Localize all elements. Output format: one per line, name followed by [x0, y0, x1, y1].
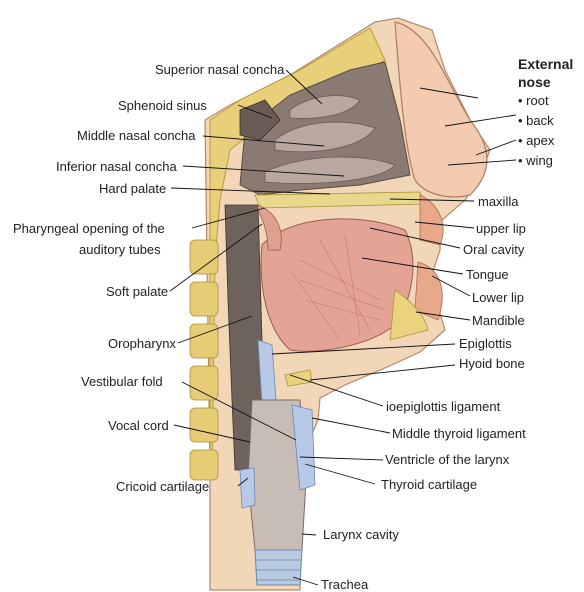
external-nose-heading-line2: nose: [518, 74, 551, 90]
external-nose-wing: wing: [518, 153, 553, 168]
external-nose-back: back: [518, 113, 554, 128]
label-maxilla: maxilla: [478, 194, 518, 209]
external-nose-apex: apex: [518, 133, 554, 148]
label-soft-palate: Soft palate: [106, 284, 168, 299]
label-sphenoid-sinus: Sphenoid sinus: [118, 98, 207, 113]
label-pharyngeal-opening-line2: auditory tubes: [79, 242, 161, 257]
label-larynx-cavity: Larynx cavity: [323, 527, 399, 542]
label-hard-palate: Hard palate: [99, 181, 166, 196]
label-mandible: Mandible: [472, 313, 525, 328]
label-hyoepiglottic-ligament: ioepiglottis ligament: [386, 399, 500, 414]
label-trachea: Trachea: [321, 577, 368, 592]
cricoid-shape: [240, 468, 255, 508]
label-thyroid-cartilage: Thyroid cartilage: [381, 477, 477, 492]
external-nose-root: root: [518, 93, 549, 108]
label-tongue: Tongue: [466, 267, 509, 282]
label-vocal-cord: Vocal cord: [108, 418, 169, 433]
label-vestibular-fold: Vestibular fold: [81, 374, 163, 389]
label-epiglottis: Epiglottis: [459, 336, 512, 351]
label-hyoid-bone: Hyoid bone: [459, 356, 525, 371]
label-cricoid-cartilage: Cricoid cartilage: [116, 479, 209, 494]
label-oral-cavity: Oral cavity: [463, 242, 524, 257]
label-lower-lip: Lower lip: [472, 290, 524, 305]
label-upper-lip: upper lip: [476, 221, 526, 236]
label-ventricle-of-larynx: Ventricle of the larynx: [385, 452, 509, 467]
label-pharyngeal-opening-line1: Pharyngeal opening of the: [13, 221, 165, 236]
label-oropharynx: Oropharynx: [108, 336, 176, 351]
external-nose-heading-line1: External: [518, 56, 573, 72]
label-middle-thyroid-ligament: Middle thyroid ligament: [392, 426, 526, 441]
label-inferior-nasal-concha: Inferior nasal concha: [56, 159, 177, 174]
label-middle-nasal-concha: Middle nasal concha: [77, 128, 196, 143]
label-superior-nasal-concha: Superior nasal concha: [155, 62, 284, 77]
